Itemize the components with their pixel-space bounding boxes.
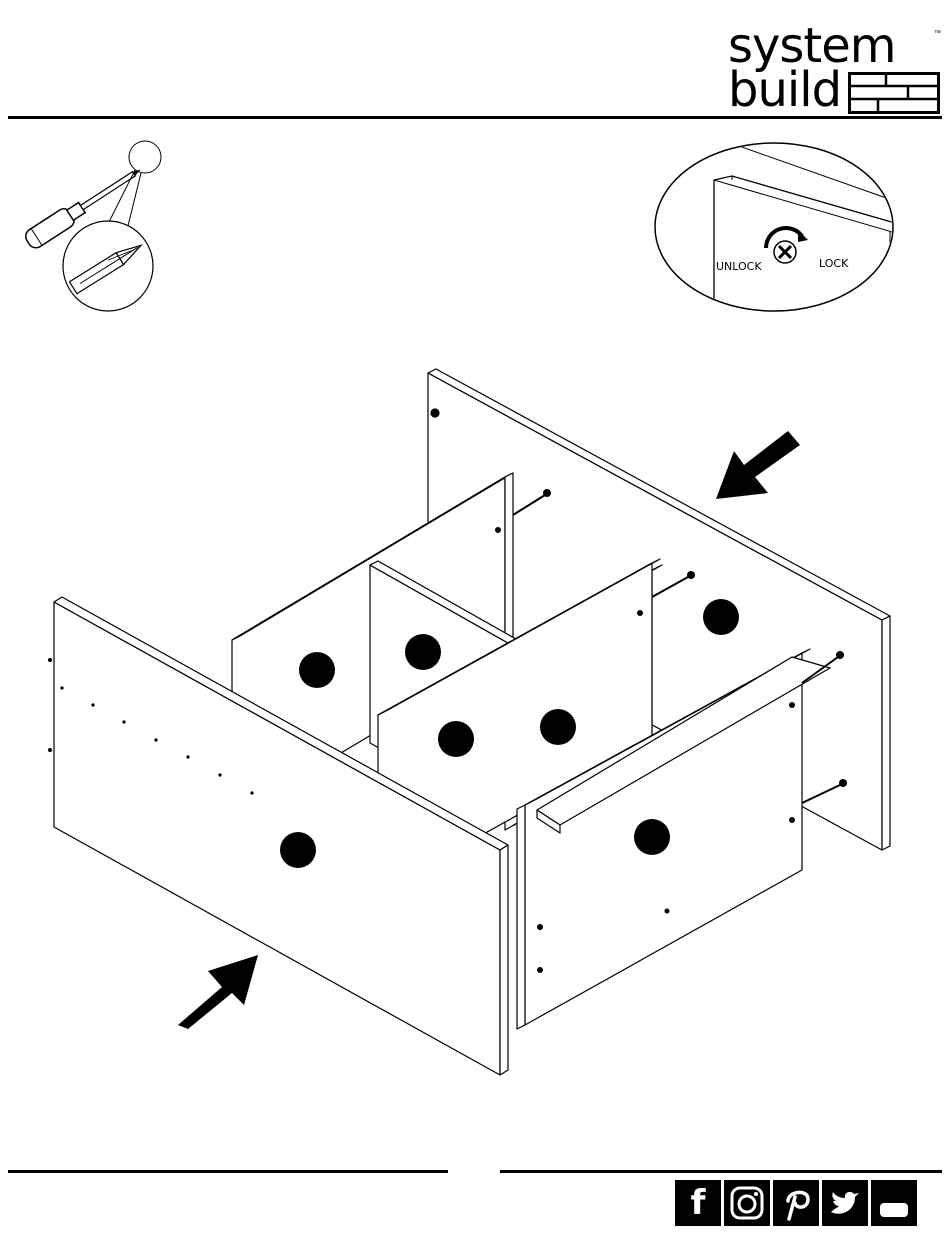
cam-lock-detail: UNLOCK LOCK [652,140,897,315]
pinterest-glyph [778,1185,814,1221]
arrow-front-panel [178,955,258,1029]
instagram-icon[interactable] [724,1180,770,1226]
twitter-icon[interactable] [822,1180,868,1226]
cube-shelf-assembly [40,365,900,1080]
footer-rule-left [8,1170,448,1173]
lock-label: LOCK [819,257,848,270]
header-rule [8,116,942,119]
arrow-back-panel [716,431,800,499]
twitter-glyph [827,1185,863,1221]
cam-lock-detail-drawing [652,140,897,315]
logo-brick-icon [848,72,940,114]
social-icons: f [675,1180,920,1228]
phillips-screwdriver-icon [15,135,165,315]
pinterest-icon[interactable] [773,1180,819,1226]
footer-rule-right [500,1170,942,1173]
unlock-label: UNLOCK [716,260,762,273]
assembly-drawing [40,365,900,1080]
facebook-glyph: f [691,1183,706,1223]
system-build-logo: system ™ build [728,22,942,118]
tool-figure [15,135,165,315]
logo-line-build: build [728,68,841,112]
logo-trademark: ™ [934,30,941,37]
youtube-glyph [876,1185,912,1221]
youtube-icon[interactable] [871,1180,917,1226]
instagram-glyph [729,1185,765,1221]
facebook-icon[interactable]: f [675,1180,721,1226]
